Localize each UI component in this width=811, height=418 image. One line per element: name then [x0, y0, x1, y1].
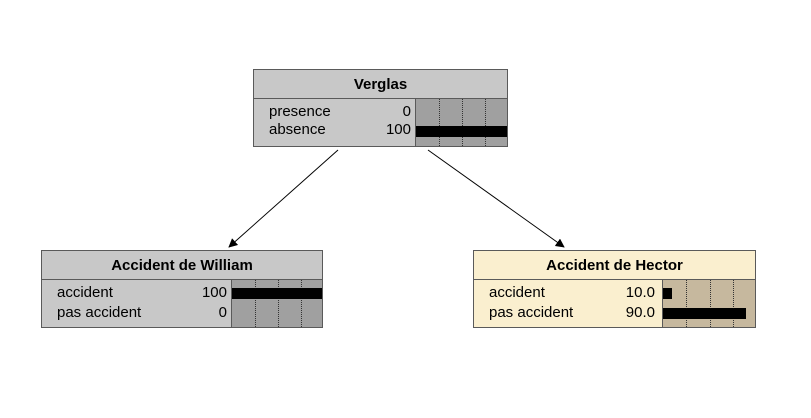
state-row-accident[interactable]: accident 10.0: [474, 283, 755, 303]
belief-bar-area: [231, 280, 322, 327]
state-value: 0: [402, 103, 411, 120]
belief-bar-pas-accident: [663, 308, 746, 319]
gridline: [439, 99, 440, 146]
state-row-pas-accident[interactable]: pas accident 90.0: [474, 303, 755, 323]
state-value: 100: [385, 121, 411, 138]
belief-bar-area: [415, 99, 507, 146]
state-value: 90.0: [625, 304, 655, 321]
state-label: accident: [489, 284, 545, 301]
node-body: presence 0 absence 100: [254, 99, 507, 146]
node-title: Accident de William: [42, 251, 322, 280]
state-row-presence[interactable]: presence 0: [254, 102, 507, 122]
node-body: accident 10.0 pas accident 90.0: [474, 280, 755, 327]
node-verglas[interactable]: Verglas presence 0 absence 100: [253, 69, 508, 147]
state-row-absence[interactable]: absence 100: [254, 120, 507, 140]
state-label: pas accident: [57, 304, 142, 321]
edge-verglas-to-william: [228, 149, 339, 248]
gridline: [278, 280, 279, 327]
state-row-pas-accident[interactable]: pas accident 0: [42, 303, 322, 323]
state-label: absence: [269, 121, 326, 138]
node-title: Accident de Hector: [474, 251, 755, 280]
node-body: accident 100 pas accident 0: [42, 280, 322, 327]
gridline: [733, 280, 734, 327]
state-label: presence: [269, 103, 331, 120]
gridline: [686, 280, 687, 327]
belief-bar-area: [662, 280, 755, 327]
state-value: 100: [201, 284, 227, 301]
belief-bar-accident: [232, 288, 322, 299]
gridline: [255, 280, 256, 327]
node-title: Verglas: [254, 70, 507, 99]
state-label: accident: [57, 284, 113, 301]
state-value: 10.0: [625, 284, 655, 301]
gridline: [485, 99, 486, 146]
belief-bar-absence: [416, 126, 507, 137]
state-value: 0: [218, 304, 227, 321]
belief-bar-accident: [663, 288, 672, 299]
node-accident-de-william[interactable]: Accident de William accident 100 pas acc…: [41, 250, 323, 328]
node-accident-de-hector[interactable]: Accident de Hector accident 10.0 pas acc…: [473, 250, 756, 328]
gridline: [710, 280, 711, 327]
state-label: pas accident: [489, 304, 574, 321]
gridline: [462, 99, 463, 146]
state-row-accident[interactable]: accident 100: [42, 283, 322, 303]
edge-verglas-to-hector: [427, 149, 565, 248]
gridline: [301, 280, 302, 327]
